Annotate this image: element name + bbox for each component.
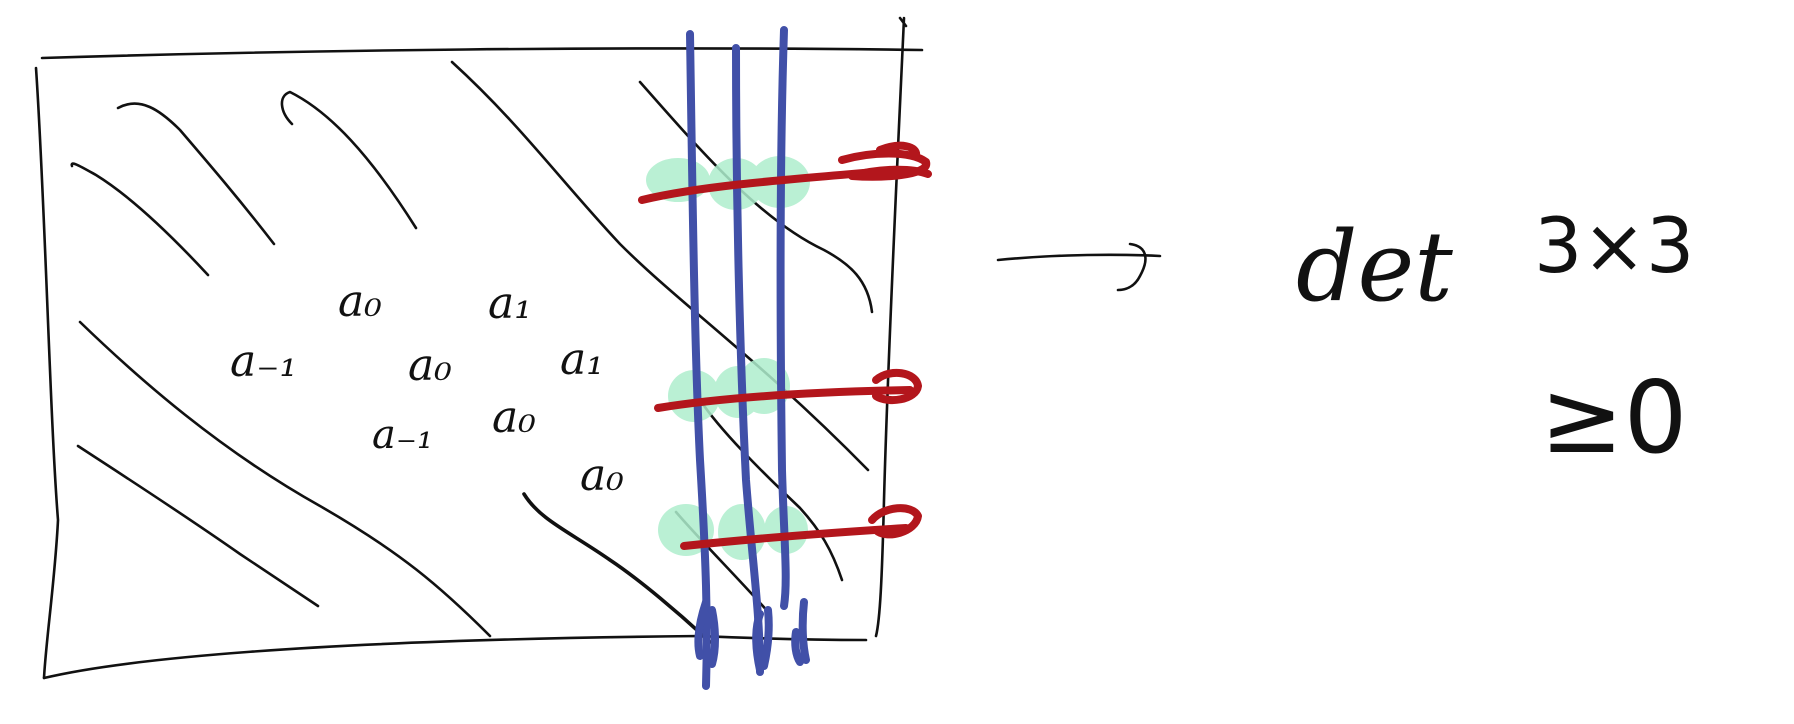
matrix-entries: a₀ a₁ a₋₁ a₀ a₁ a₋₁ a₀ a₀ [230, 276, 624, 501]
matrix-size-label: 3×3 [1534, 201, 1694, 290]
entry-a-1-lower: a₋₁ [372, 412, 433, 458]
matrix-outline [34, 16, 924, 680]
column-line-2 [732, 44, 764, 676]
entry-a1-top: a₁ [488, 278, 532, 329]
highlight-r3-c2 [718, 504, 766, 560]
entry-a1-middle: a₁ [560, 334, 604, 385]
row-scribble-2 [872, 368, 922, 405]
selected-rows [638, 141, 932, 550]
entry-a0-bottom: a₀ [580, 450, 624, 501]
column-line-1 [686, 30, 711, 690]
right-arrow-icon [996, 242, 1162, 292]
row-line-3 [680, 524, 910, 550]
entry-a0-middle: a₀ [408, 340, 452, 391]
nonnegative-inequality: ≥0 [1540, 359, 1687, 476]
row-scribble-3 [868, 504, 922, 539]
determinant-statement: det 3×3 ≥0 [1296, 201, 1694, 476]
row-line-2 [654, 386, 914, 412]
column-drip-1 [694, 598, 719, 668]
column-drip-2 [752, 606, 773, 674]
row-scribble-1 [838, 141, 932, 181]
entry-a0-top: a₀ [338, 276, 382, 327]
entry-a0-lower: a₀ [492, 392, 536, 443]
det-label: det [1296, 211, 1453, 323]
entry-a-1-middle: a₋₁ [230, 336, 297, 387]
column-line-3 [776, 26, 790, 610]
column-drip-3 [791, 598, 810, 666]
